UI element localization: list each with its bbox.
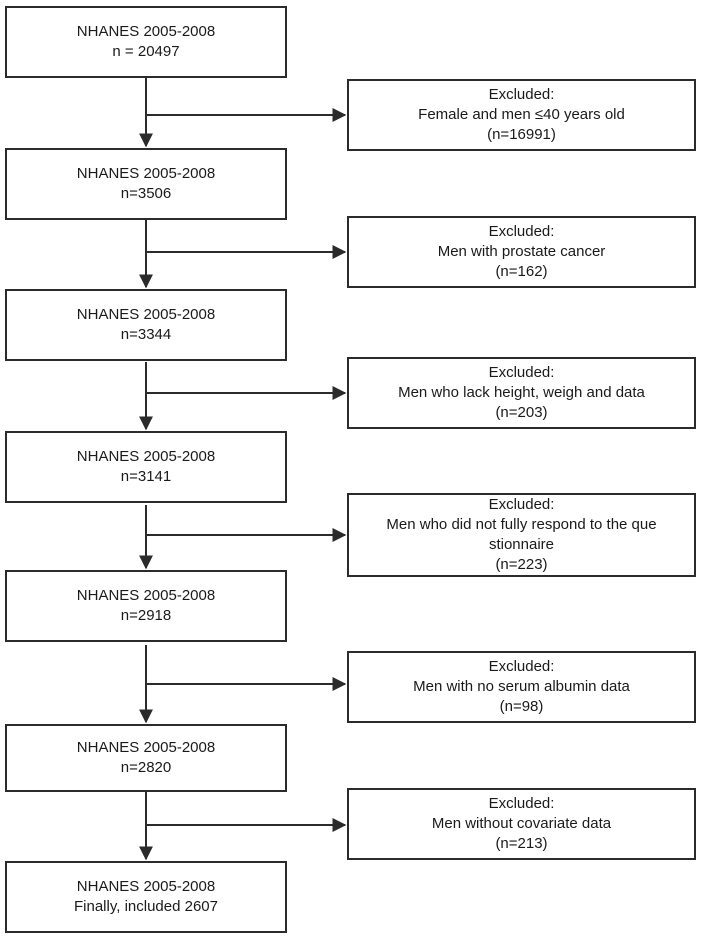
exclusion-count: (n=162) <box>495 263 548 280</box>
step-count: n = 20497 <box>112 43 180 60</box>
flow-step-final: NHANES 2005-2008 Finally, included 2607 <box>5 861 287 933</box>
step-title: NHANES 2005-2008 <box>76 306 216 323</box>
exclusion-box-6: Excluded: Men without covariate data (n=… <box>347 788 696 860</box>
exclusion-box-1: Excluded: Female and men ≤40 years old (… <box>347 79 696 151</box>
exclusion-reason: Men who lack height, weigh and data <box>398 384 645 401</box>
exclusion-label: Excluded: <box>488 364 555 381</box>
flow-step-2: NHANES 2005-2008 n=3506 <box>5 148 287 220</box>
step-title: NHANES 2005-2008 <box>76 878 216 895</box>
step-title: NHANES 2005-2008 <box>76 165 216 182</box>
exclusion-box-3: Excluded: Men who lack height, weigh and… <box>347 357 696 429</box>
exclusion-count: (n=16991) <box>487 126 556 143</box>
exclusion-label: Excluded: <box>488 496 555 513</box>
exclusion-label: Excluded: <box>488 223 555 240</box>
exclusion-reason: Men with no serum albumin data <box>413 678 630 695</box>
step-title: NHANES 2005-2008 <box>76 587 216 604</box>
step-title: NHANES 2005-2008 <box>76 448 216 465</box>
step-count: n=3141 <box>120 468 172 485</box>
step-count: n=3506 <box>120 185 172 202</box>
flow-step-5: NHANES 2005-2008 n=2918 <box>5 570 287 642</box>
exclusion-count: (n=98) <box>499 698 544 715</box>
exclusion-reason: Female and men ≤40 years old <box>418 106 625 123</box>
step-title: NHANES 2005-2008 <box>76 23 216 40</box>
flow-step-3: NHANES 2005-2008 n=3344 <box>5 289 287 361</box>
flow-step-6: NHANES 2005-2008 n=2820 <box>5 724 287 792</box>
exclusion-label: Excluded: <box>488 658 555 675</box>
exclusion-label: Excluded: <box>488 86 555 103</box>
flow-step-4: NHANES 2005-2008 n=3141 <box>5 431 287 503</box>
step-title: NHANES 2005-2008 <box>76 739 216 756</box>
exclusion-reason-continued: stionnaire <box>488 536 555 553</box>
exclusion-box-2: Excluded: Men with prostate cancer (n=16… <box>347 216 696 288</box>
flow-step-1: NHANES 2005-2008 n = 20497 <box>5 6 287 78</box>
step-count: n=3344 <box>120 326 172 343</box>
step-count: n=2820 <box>120 759 172 776</box>
exclusion-reason: Men who did not fully respond to the que <box>386 516 657 533</box>
exclusion-reason: Men with prostate cancer <box>437 243 606 260</box>
step-count: n=2918 <box>120 607 172 624</box>
exclusion-reason: Men without covariate data <box>431 815 612 832</box>
step-count: Finally, included 2607 <box>74 898 218 915</box>
exclusion-count: (n=223) <box>495 556 548 573</box>
exclusion-box-4: Excluded: Men who did not fully respond … <box>347 493 696 577</box>
exclusion-count: (n=213) <box>495 835 548 852</box>
exclusion-label: Excluded: <box>488 795 555 812</box>
exclusion-box-5: Excluded: Men with no serum albumin data… <box>347 651 696 723</box>
exclusion-count: (n=203) <box>495 404 548 421</box>
